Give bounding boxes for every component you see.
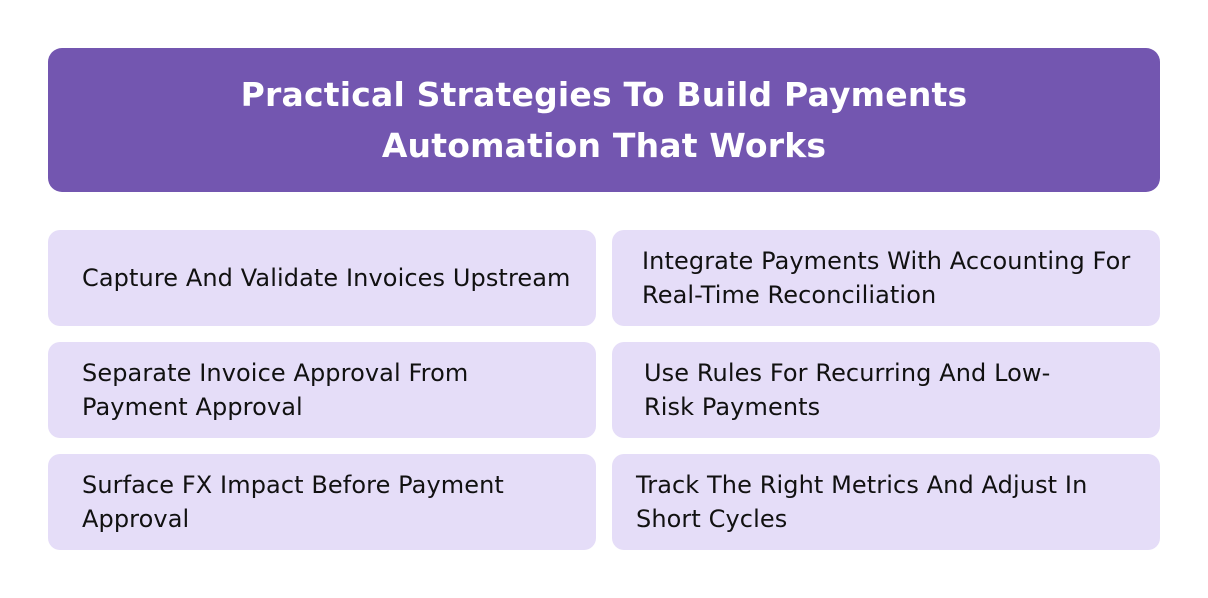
strategy-label: Surface FX Impact Before Payment Approva… [82, 471, 504, 533]
strategy-label: Capture And Validate Invoices Upstream [82, 264, 571, 292]
title-line-1: Practical Strategies To Build Payments [240, 75, 968, 114]
strategy-label: Use Rules For Recurring And Low-Risk Pay… [644, 359, 1051, 421]
strategy-card-capture-validate: Capture And Validate Invoices Upstream [48, 230, 596, 326]
strategy-card-use-rules: Use Rules For Recurring And Low-Risk Pay… [612, 342, 1160, 438]
strategy-card-separate-approval: Separate Invoice Approval From Payment A… [48, 342, 596, 438]
page-title: Practical Strategies To Build Payments A… [241, 69, 968, 171]
strategy-label: Track The Right Metrics And Adjust In Sh… [636, 471, 1088, 533]
title-line-2: Automation That Works [381, 126, 827, 165]
title-banner: Practical Strategies To Build Payments A… [48, 48, 1160, 192]
strategy-card-track-metrics: Track The Right Metrics And Adjust In Sh… [612, 454, 1160, 550]
strategy-label: Integrate Payments With Accounting For R… [642, 247, 1131, 309]
strategy-card-integrate-accounting: Integrate Payments With Accounting For R… [612, 230, 1160, 326]
strategy-card-surface-fx: Surface FX Impact Before Payment Approva… [48, 454, 596, 550]
strategy-label: Separate Invoice Approval From Payment A… [82, 359, 469, 421]
